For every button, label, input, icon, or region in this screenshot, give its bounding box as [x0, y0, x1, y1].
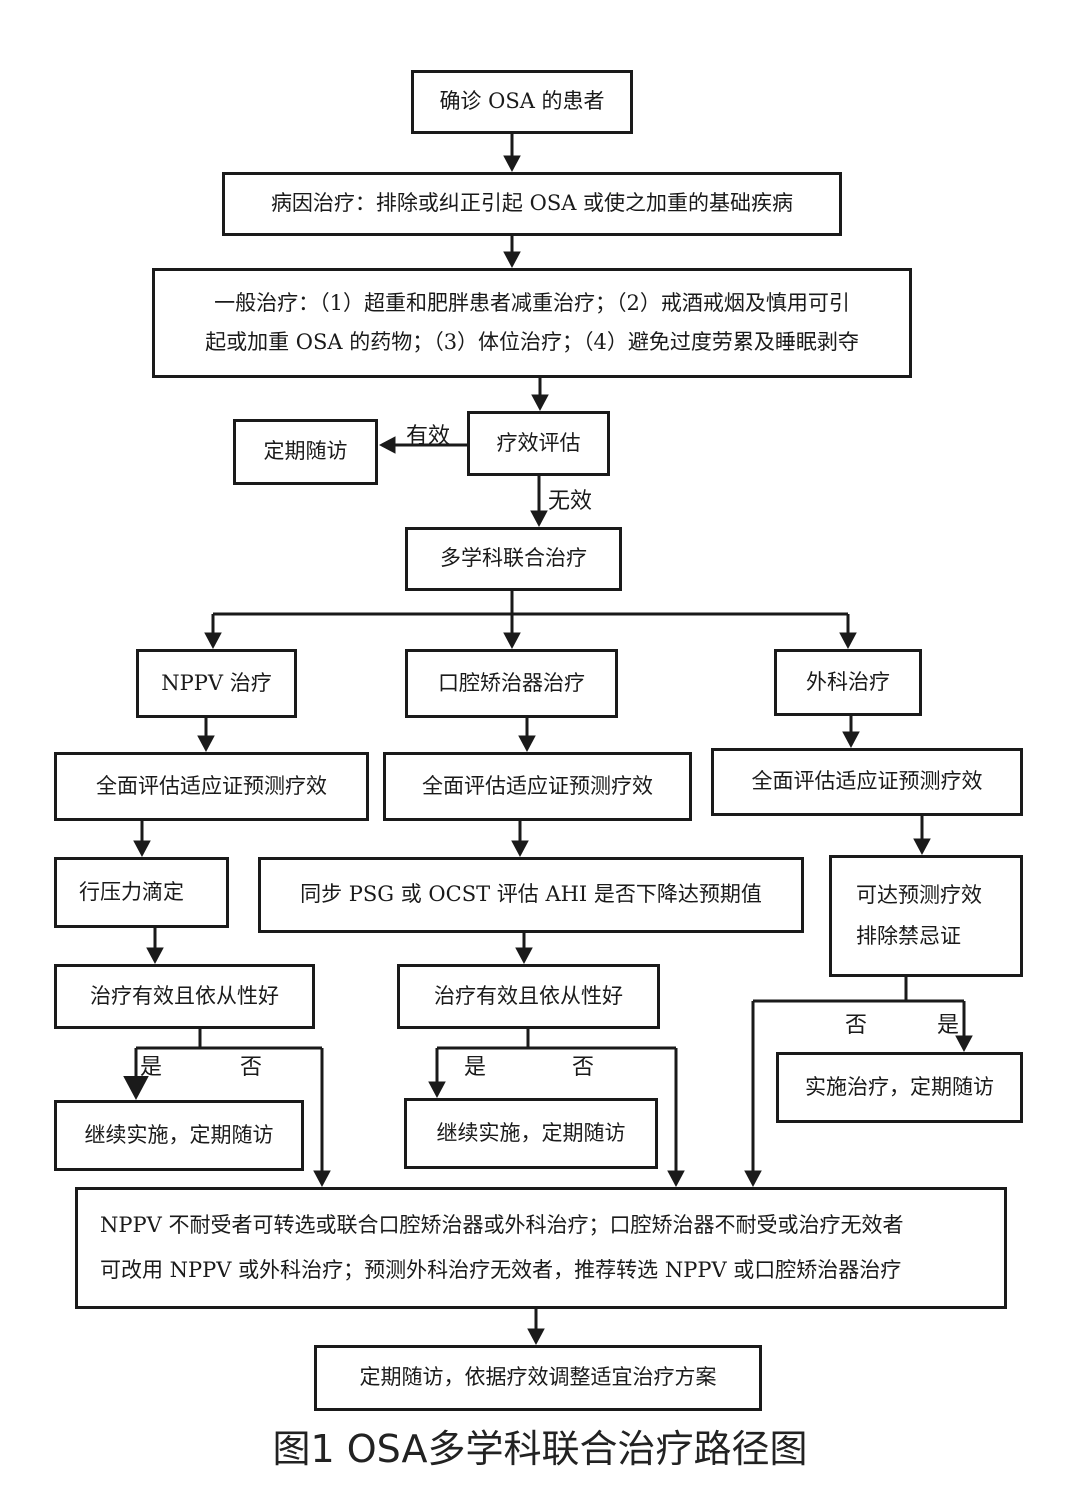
arrow-surgery-yes-head	[955, 1035, 973, 1052]
edge-label-oral-yes: 是	[464, 1055, 487, 1080]
edge-label-ineffective: 无效	[548, 489, 593, 514]
node-oral-appliance-treatment: 口腔矫治器治疗	[405, 649, 618, 718]
node-oral-check: 治疗有效且依从性好	[397, 964, 660, 1029]
edge-label-nppv-yes: 是	[140, 1055, 163, 1080]
node-oral-evaluate: 全面评估适应证预测疗效	[383, 752, 692, 821]
node-oral-check-text: 治疗有效且依从性好	[434, 983, 623, 1008]
arrow-nppv-to-evaluate-head	[197, 735, 215, 752]
node-surgery-prediction: 可达预测疗效 排除禁忌证	[829, 855, 1023, 977]
node-nppv-check-text: 治疗有效且依从性好	[90, 983, 279, 1008]
arrow-nppv-yes-head	[123, 1076, 149, 1100]
arrow-surgery-no-head	[744, 1170, 762, 1187]
node-oral-appliance-treatment-text: 口腔矫治器治疗	[438, 670, 585, 695]
node-surgery-evaluate: 全面评估适应证预测疗效	[711, 748, 1023, 816]
node-nppv-pressure-titration-text: 行压力滴定	[79, 879, 184, 904]
node-multidisciplinary-text: 多学科联合治疗	[440, 546, 587, 571]
arrow-general-to-assess-head	[531, 394, 549, 411]
arrow-oral-to-evaluate-head	[518, 735, 536, 752]
node-nppv-evaluate-text: 全面评估适应证预测疗效	[96, 773, 327, 798]
figure-caption: 图1 OSA多学科联合治疗路径图	[272, 1427, 808, 1471]
node-efficacy-assessment-text: 疗效评估	[496, 430, 581, 455]
node-surgery-evaluate-text: 全面评估适应证预测疗效	[751, 769, 983, 794]
node-general-treatment-line-1: 一般治疗：（1）超重和肥胖患者减重治疗；（2）戒酒戒烟及慎用可引	[214, 290, 850, 315]
arrow-surgery-evaluate-to-prediction-head	[913, 838, 931, 855]
node-surgery-prediction-line-1: 可达预测疗效	[856, 882, 982, 907]
node-regular-followup-text: 定期随访	[263, 439, 348, 464]
node-efficacy-assessment: 疗效评估	[467, 411, 610, 476]
node-nppv-treatment-text: NPPV 治疗	[161, 670, 272, 695]
node-nppv-check: 治疗有效且依从性好	[54, 964, 315, 1029]
arrow-surgery-to-evaluate-head	[842, 731, 860, 748]
edge-label-effective: 有效	[406, 424, 451, 449]
node-fallback-options: NPPV 不耐受者可转选或联合口腔矫治器或外科治疗；口腔矫治器不耐受或治疗无效者…	[75, 1187, 1007, 1309]
arrow-to-surgery-head	[839, 632, 857, 649]
node-nppv-continue: 继续实施，定期随访	[54, 1100, 304, 1171]
node-oral-psg-assessment-text: 同步 PSG 或 OCST 评估 AHI 是否下降达预期值	[300, 882, 762, 907]
node-nppv-treatment: NPPV 治疗	[136, 649, 297, 718]
edge-label-oral-no: 否	[572, 1055, 595, 1080]
node-general-treatment-line-2: 起或加重 OSA 的药物；（3）体位治疗；（4）避免过度劳累及睡眠剥夺	[205, 330, 859, 354]
node-surgery-implement-text: 实施治疗，定期随访	[805, 1074, 994, 1099]
node-etiological-treatment: 病因治疗：排除或纠正引起 OSA 或使之加重的基础疾病	[222, 172, 842, 236]
arrow-assess-to-multidisciplinary-head	[530, 510, 548, 527]
arrow-oral-yes-head	[428, 1081, 446, 1098]
edge-label-nppv-no: 否	[240, 1055, 263, 1080]
arrow-fallback-to-final-head	[527, 1328, 545, 1345]
arrow-nppv-no-head	[313, 1170, 331, 1187]
node-regular-followup: 定期随访	[233, 419, 378, 485]
node-general-treatment: 一般治疗：（1）超重和肥胖患者减重治疗；（2）戒酒戒烟及慎用可引 起或加重 OS…	[152, 268, 912, 378]
edge-label-surgery-no: 否	[845, 1013, 868, 1038]
node-surgical-treatment: 外科治疗	[774, 649, 922, 716]
node-final-followup-text: 定期随访，依据疗效调整适宜治疗方案	[359, 1365, 717, 1390]
node-fallback-options-line-2: 可改用 NPPV 或外科治疗；预测外科治疗无效者，推荐转选 NPPV 或口腔矫治…	[100, 1258, 902, 1282]
node-multidisciplinary: 多学科联合治疗	[405, 527, 622, 591]
node-fallback-options-line-1: NPPV 不耐受者可转选或联合口腔矫治器或外科治疗；口腔矫治器不耐受或治疗无效者	[100, 1212, 904, 1237]
node-oral-psg-assessment: 同步 PSG 或 OCST 评估 AHI 是否下降达预期值	[258, 857, 804, 933]
arrow-oral-no-head	[667, 1170, 685, 1187]
arrow-nppv-evaluate-to-titration-head	[133, 840, 151, 857]
node-surgery-implement: 实施治疗，定期随访	[776, 1052, 1023, 1123]
node-oral-evaluate-text: 全面评估适应证预测疗效	[422, 773, 653, 798]
node-nppv-pressure-titration: 行压力滴定	[54, 857, 229, 928]
node-surgery-prediction-line-2: 排除禁忌证	[856, 924, 961, 948]
arrow-psg-to-check-head	[515, 947, 533, 964]
node-oral-continue: 继续实施，定期随访	[404, 1098, 658, 1169]
node-nppv-continue-text: 继续实施，定期随访	[84, 1122, 274, 1147]
node-etiological-treatment-text: 病因治疗：排除或纠正引起 OSA 或使之加重的基础疾病	[270, 191, 794, 216]
node-final-followup: 定期随访，依据疗效调整适宜治疗方案	[314, 1345, 762, 1411]
arrow-etiology-to-general-head	[503, 251, 521, 268]
edge-label-surgery-yes: 是	[937, 1013, 960, 1038]
node-confirmed-patient-text: 确诊 OSA 的患者	[439, 89, 605, 114]
node-surgical-treatment-text: 外科治疗	[806, 669, 890, 694]
node-oral-continue-text: 继续实施，定期随访	[436, 1120, 626, 1145]
arrow-to-oral-head	[503, 632, 521, 649]
arrow-confirmed-to-etiology-head	[503, 155, 521, 172]
arrow-assess-to-followup-head	[379, 436, 396, 454]
node-nppv-evaluate: 全面评估适应证预测疗效	[54, 752, 369, 821]
arrow-to-nppv-head	[204, 632, 222, 649]
arrow-titration-to-check-head	[146, 947, 164, 964]
arrow-oral-evaluate-to-psg-head	[511, 840, 529, 857]
node-confirmed-patient: 确诊 OSA 的患者	[411, 70, 633, 134]
